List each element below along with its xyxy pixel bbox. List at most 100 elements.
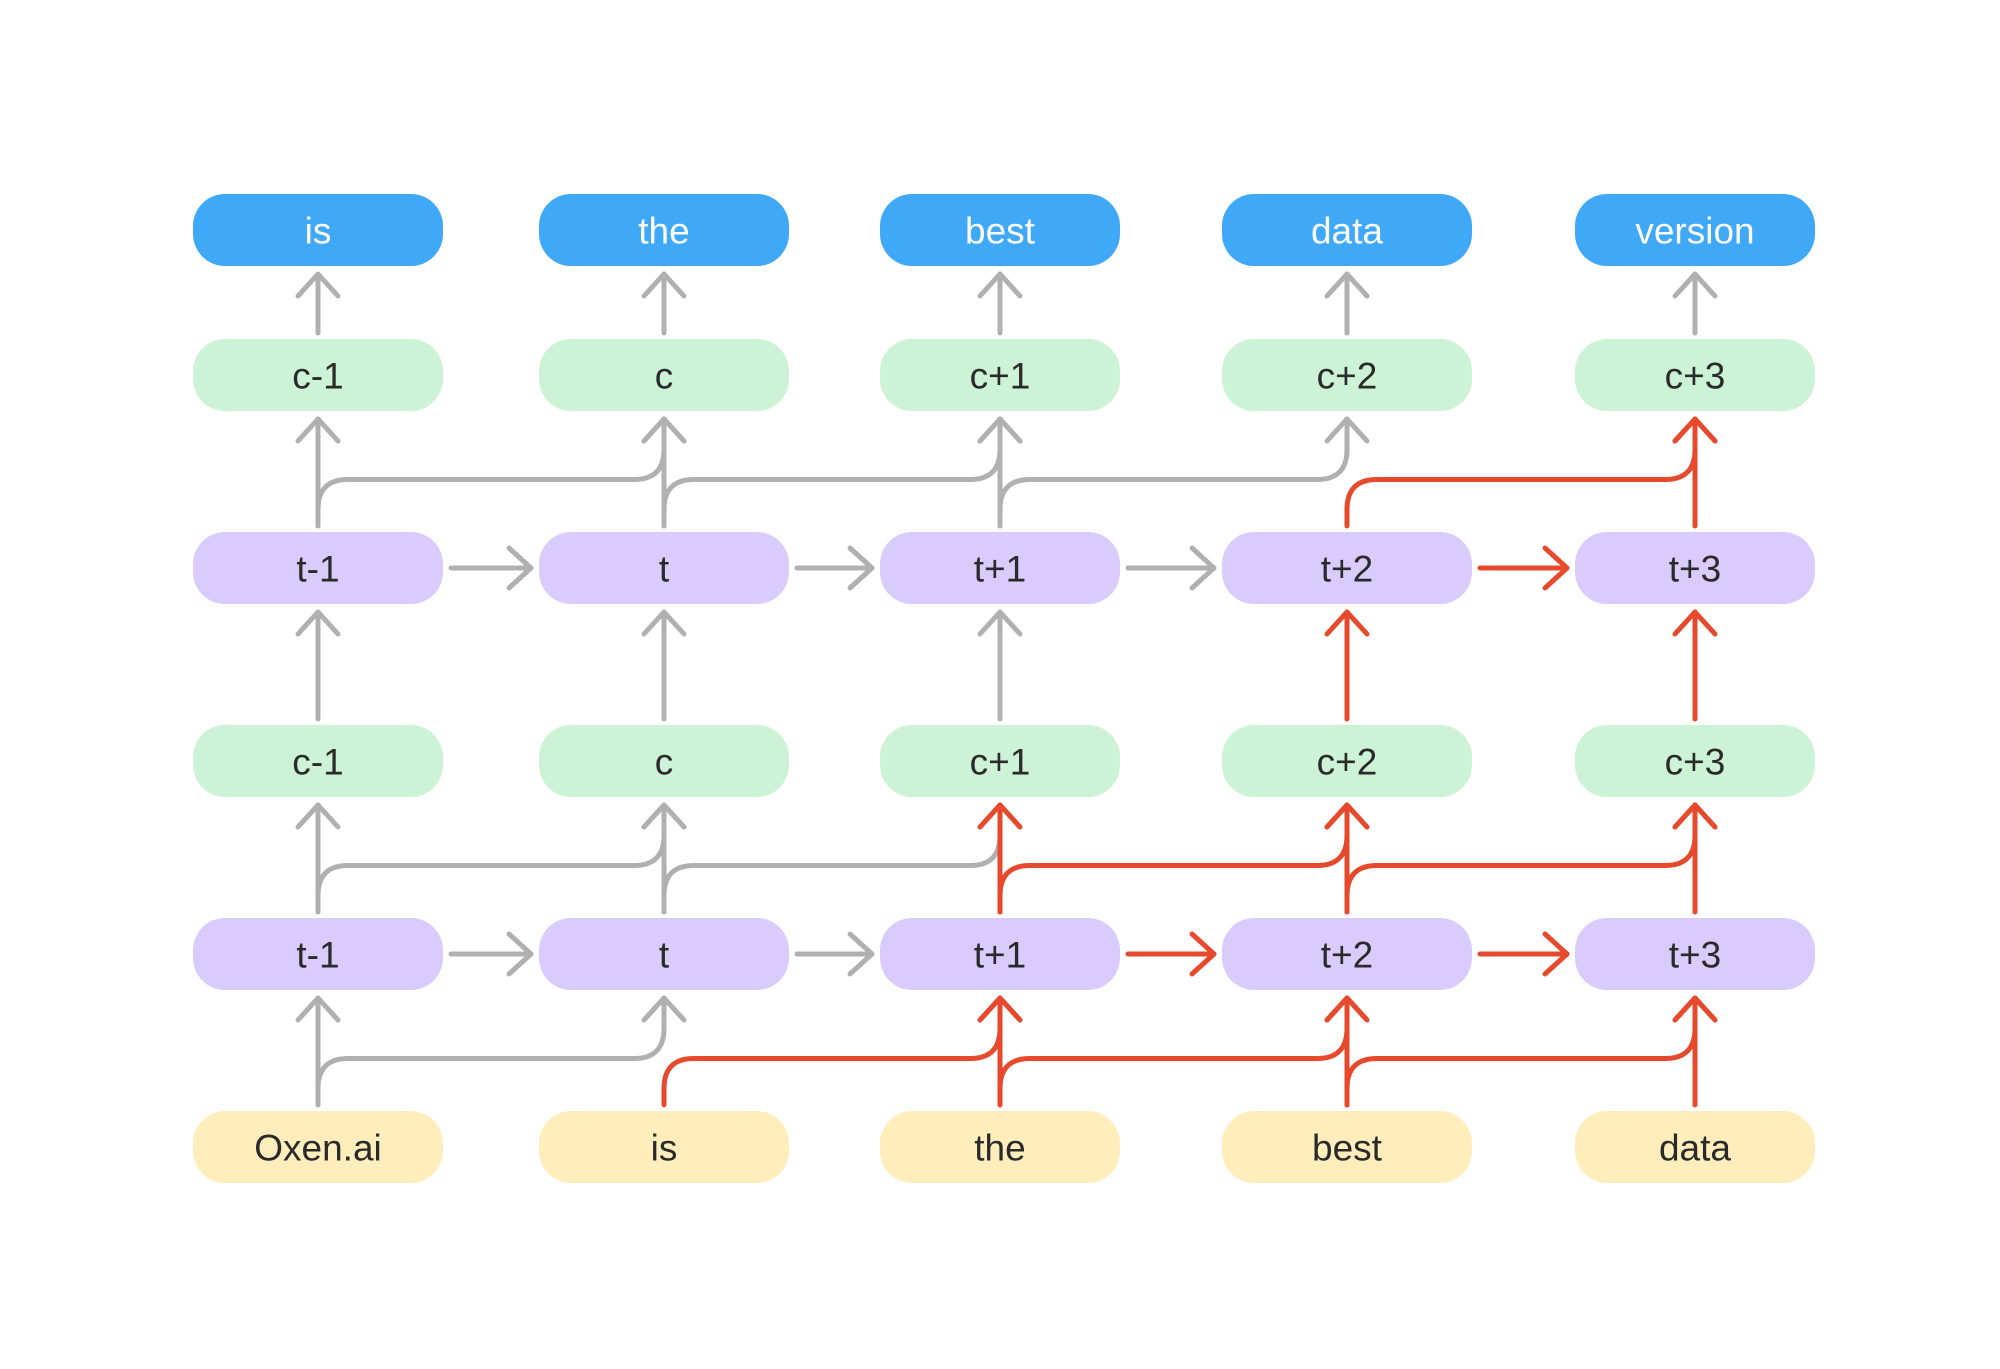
context-node-top-box (880, 339, 1120, 411)
arrow-hidden-3-to-context-4 (1344, 802, 1698, 915)
arrow-context-4-to-hidden-top-4-head (1672, 609, 1718, 637)
context-node-bottom-3: c+2 (1222, 725, 1472, 797)
input-token-3: best (1222, 1111, 1472, 1183)
hidden-state-bottom-label: t+3 (1669, 935, 1721, 976)
context-node-bottom-label: c+2 (1317, 742, 1378, 783)
hidden-state-bottom-label: t-1 (296, 935, 339, 976)
arrow-hidden-1-to-context-2 (661, 802, 1003, 915)
arrow-recurrent-bottom-3-head (1542, 931, 1570, 977)
hidden-state-top-label: t (659, 549, 670, 590)
input-token-box (1575, 1111, 1815, 1183)
output-token-0: is (193, 194, 443, 266)
hidden-state-top-4: t+3 (1575, 532, 1815, 604)
context-node-top-0: c-1 (193, 339, 443, 411)
arrow-hidden-top-2-to-context-top-3-head (1324, 416, 1370, 444)
arrow-recurrent-bottom-2-head (1189, 931, 1217, 977)
input-token-label: best (1312, 1128, 1383, 1169)
hidden-state-bottom-box (1575, 918, 1815, 990)
output-token-4: version (1575, 194, 1815, 266)
arrow-recurrent-top-3-head (1542, 545, 1570, 591)
hidden-state-top-label: t+1 (974, 549, 1026, 590)
context-node-top-label: c+2 (1317, 356, 1378, 397)
context-node-bottom-label: c+3 (1665, 742, 1726, 783)
context-node-top-box (193, 339, 443, 411)
output-token-box (193, 194, 443, 266)
input-token-label: the (974, 1128, 1025, 1169)
input-token-0: Oxen.ai (193, 1111, 443, 1183)
arrow-hidden-3-to-context-3-head (1324, 802, 1370, 830)
input-token-box (880, 1111, 1120, 1183)
input-token-box (539, 1111, 789, 1183)
hidden-state-bottom-1: t (539, 918, 789, 990)
arrow-recurrent-top-0-head (506, 545, 534, 591)
arrow-input-2-to-hidden-3 (997, 995, 1350, 1108)
arrow-hidden-top-2-to-context-top-2-head (977, 416, 1023, 444)
context-node-bottom-box (1222, 725, 1472, 797)
arrow-context-3-to-hidden-top-3-head (1324, 609, 1370, 637)
arrow-context-1-to-hidden-top-1-head (641, 609, 687, 637)
hidden-state-top-3: t+2 (1222, 532, 1472, 604)
output-token-box (880, 194, 1120, 266)
input-token-box (1222, 1111, 1472, 1183)
hidden-state-bottom-box (880, 918, 1120, 990)
arrow-recurrent-bottom-1-head (847, 931, 875, 977)
context-node-bottom-label: c-1 (292, 742, 343, 783)
arrow-recurrent-bottom-0-head (506, 931, 534, 977)
context-node-bottom-box (880, 725, 1120, 797)
arrows-layer (295, 271, 1718, 1108)
arrow-context-top-3-to-output-3-head (1324, 271, 1370, 299)
output-token-1: the (539, 194, 789, 266)
arrow-hidden-0-to-context-0-head (295, 802, 341, 830)
input-token-2: the (880, 1111, 1120, 1183)
context-node-top-label: c+1 (970, 356, 1031, 397)
hidden-state-bottom-box (1222, 918, 1472, 990)
arrow-hidden-4-to-context-4-head (1672, 802, 1718, 830)
arrow-hidden-2-to-context-3 (997, 802, 1350, 915)
context-node-bottom-box (193, 725, 443, 797)
context-node-top-label: c-1 (292, 356, 343, 397)
hidden-state-top-2: t+1 (880, 532, 1120, 604)
arrow-context-top-1-to-output-1-head (641, 271, 687, 299)
arrow-input-2-to-hidden-2-head (977, 995, 1023, 1023)
hidden-state-bottom-2: t+1 (880, 918, 1120, 990)
input-token-4: data (1575, 1111, 1815, 1183)
context-node-bottom-label: c+1 (970, 742, 1031, 783)
arrow-context-top-0-to-output-0-head (295, 271, 341, 299)
input-token-label: Oxen.ai (254, 1128, 382, 1169)
context-node-top-box (539, 339, 789, 411)
context-node-top-label: c+3 (1665, 356, 1726, 397)
arrow-input-3-to-hidden-4 (1344, 995, 1698, 1108)
arrow-hidden-top-0-to-context-top-0-head (295, 416, 341, 444)
arrow-input-0-to-hidden-1 (315, 995, 667, 1108)
context-node-bottom-box (1575, 725, 1815, 797)
output-token-label: the (638, 211, 689, 252)
hidden-state-top-label: t+2 (1321, 549, 1373, 590)
arrow-recurrent-top-1-head (847, 545, 875, 591)
hidden-state-bottom-label: t (659, 935, 670, 976)
output-token-2: best (880, 194, 1120, 266)
context-node-top-box (1222, 339, 1472, 411)
output-token-box (1575, 194, 1815, 266)
output-token-label: best (965, 211, 1036, 252)
context-node-top-2: c+1 (880, 339, 1120, 411)
arrow-hidden-top-2-to-context-top-3 (997, 416, 1350, 529)
arrow-context-2-to-hidden-top-2-head (977, 609, 1023, 637)
hidden-state-top-box (1575, 532, 1815, 604)
context-node-top-box (1575, 339, 1815, 411)
context-node-top-3: c+2 (1222, 339, 1472, 411)
arrow-hidden-top-3-to-context-top-4 (1344, 416, 1698, 529)
context-node-top-label: c (655, 356, 674, 397)
hidden-state-bottom-3: t+2 (1222, 918, 1472, 990)
arrow-hidden-top-1-to-context-top-2 (661, 416, 1003, 529)
output-token-label: is (305, 211, 332, 252)
hidden-state-bottom-4: t+3 (1575, 918, 1815, 990)
arrow-input-0-to-hidden-0-head (295, 995, 341, 1023)
hidden-state-top-1: t (539, 532, 789, 604)
context-node-bottom-2: c+1 (880, 725, 1120, 797)
hidden-state-top-box (193, 532, 443, 604)
context-node-bottom-4: c+3 (1575, 725, 1815, 797)
hidden-state-top-box (1222, 532, 1472, 604)
output-token-box (539, 194, 789, 266)
arrow-context-top-4-to-output-4-head (1672, 271, 1718, 299)
hidden-state-top-box (880, 532, 1120, 604)
